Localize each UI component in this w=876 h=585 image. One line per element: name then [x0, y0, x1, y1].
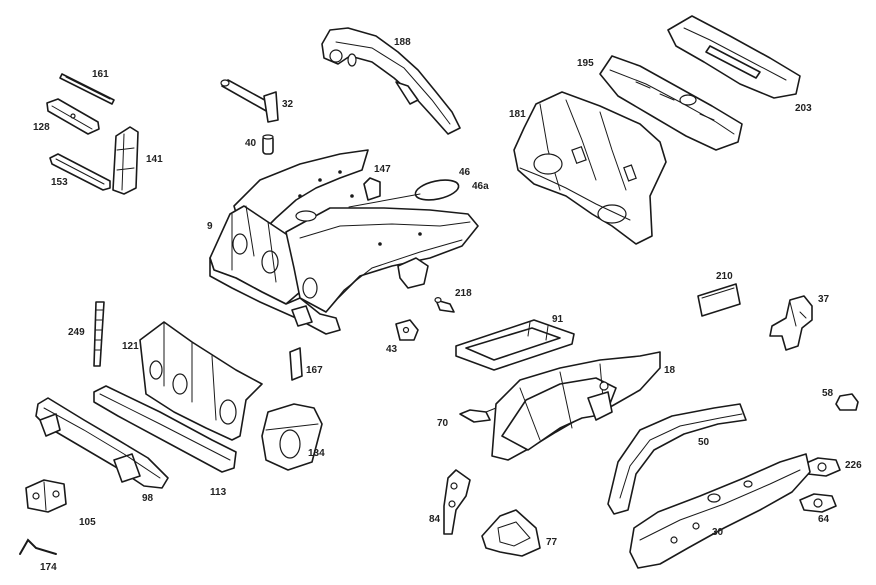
callout-226: 226: [845, 460, 862, 471]
part-128-bracket: [46, 98, 100, 135]
part-77-duct: [481, 509, 541, 557]
part-203-scuttle-top: [667, 15, 801, 99]
part-46-cover: [414, 179, 460, 201]
callout-98: 98: [142, 493, 154, 504]
callout-91: 91: [552, 314, 564, 325]
part-30-inner-sill: [629, 453, 811, 569]
part-70-clip: [459, 407, 497, 423]
part-121-box-section: [139, 321, 263, 441]
callout-9: 9: [207, 221, 213, 232]
part-147-bracket: [363, 177, 381, 201]
part-58-cap: [835, 393, 859, 411]
callout-147: 147: [374, 164, 391, 175]
part-141-pillar-panel: [112, 126, 139, 195]
callout-161: 161: [92, 69, 109, 80]
callout-249: 249: [68, 327, 85, 338]
part-43-bracket: [395, 319, 419, 341]
callout-218: 218: [455, 288, 472, 299]
callout-37: 37: [818, 294, 830, 305]
part-64-plate: [799, 493, 837, 513]
callout-105: 105: [79, 517, 96, 528]
part-153-strip: [49, 153, 111, 191]
part-195-scuttle-panel: [599, 55, 743, 151]
callout-40: 40: [245, 138, 257, 149]
callout-58: 58: [822, 388, 834, 399]
callout-46a: 46a: [472, 181, 489, 192]
part-105-bracket: [25, 479, 67, 513]
callout-46: 46: [459, 167, 471, 178]
callout-121: 121: [122, 341, 139, 352]
callout-43: 43: [386, 344, 398, 355]
callout-77: 77: [546, 537, 558, 548]
part-181-rear-bulkhead: [513, 91, 667, 245]
callout-181: 181: [509, 109, 526, 120]
part-18-wheelarch: [491, 351, 661, 461]
part-134-panel: [261, 403, 323, 471]
callout-32: 32: [282, 99, 294, 110]
callout-134: 134: [308, 448, 325, 459]
callout-174: 174: [40, 562, 57, 573]
callout-210: 210: [716, 271, 733, 282]
callout-84: 84: [429, 514, 441, 525]
part-113-sill-strip: [93, 385, 237, 473]
part-37-bracket: [769, 295, 813, 351]
callout-153: 153: [51, 177, 68, 188]
callout-203: 203: [795, 103, 812, 114]
part-50-arch-panel: [607, 403, 747, 515]
part-161-strip: [59, 73, 115, 105]
part-91-tray-frame: [455, 319, 575, 371]
callout-188: 188: [394, 37, 411, 48]
part-174-wire: [19, 538, 57, 555]
part-249-rod: [93, 301, 105, 367]
part-167-plate: [289, 347, 303, 381]
callout-70: 70: [437, 418, 449, 429]
callout-167: 167: [306, 365, 323, 376]
part-9-front-bulkhead: [209, 149, 479, 335]
leader-46: [348, 193, 421, 208]
callout-30: 30: [712, 527, 724, 538]
callout-50: 50: [698, 437, 710, 448]
part-98-chassis-leg: [35, 397, 169, 489]
callout-64: 64: [818, 514, 830, 525]
part-210-plate: [697, 283, 741, 317]
callout-195: 195: [577, 58, 594, 69]
callout-141: 141: [146, 154, 163, 165]
part-188-inner-arch: [321, 27, 461, 135]
part-218-bush: [434, 297, 455, 313]
callout-128: 128: [33, 122, 50, 133]
part-40-plug: [262, 134, 274, 155]
callout-18: 18: [664, 365, 676, 376]
callout-113: 113: [210, 487, 227, 498]
part-84-bracket: [443, 469, 471, 535]
part-32-jack-tube: [220, 79, 279, 123]
